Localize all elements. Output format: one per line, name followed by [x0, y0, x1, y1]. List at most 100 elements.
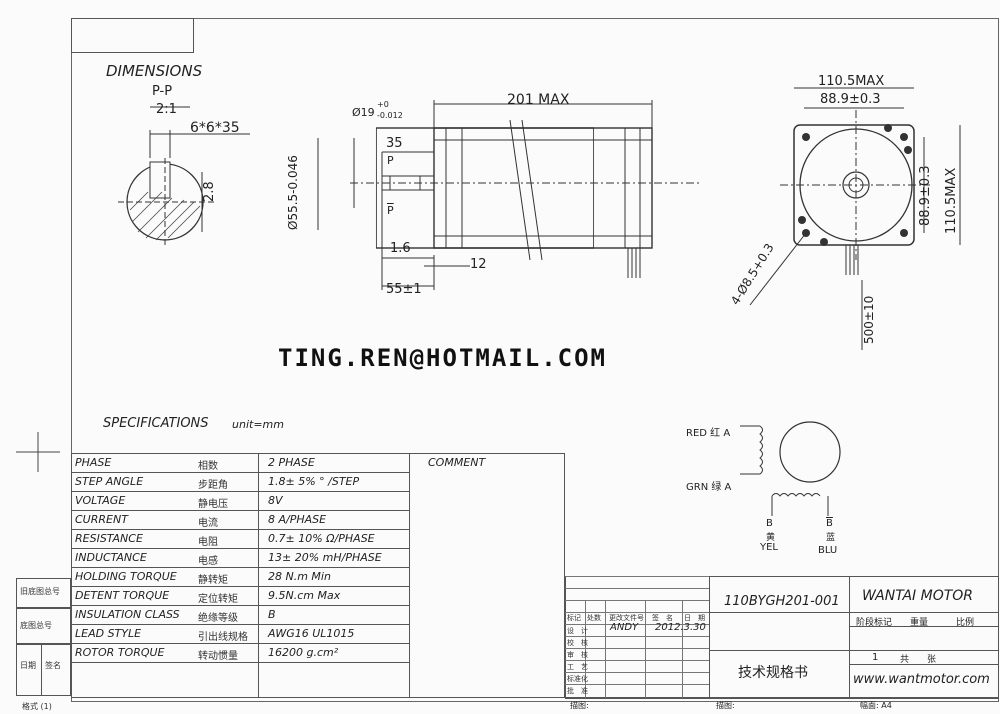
model-number: 110BYGH201-001: [724, 594, 840, 609]
spec-row-line: [71, 491, 409, 492]
wire-b-blu: B: [826, 518, 833, 529]
tb-row-line: [565, 588, 709, 589]
section-label: P-P: [152, 84, 173, 99]
spec-name-cn: 步距角: [198, 480, 228, 491]
shaft-diameter: Ø19: [352, 106, 375, 119]
tb-col-line: [585, 600, 586, 698]
spec-row-line: [71, 624, 409, 625]
spec-value: 8V: [268, 494, 283, 507]
tb-label: 处数: [587, 614, 601, 622]
registration-cross: [16, 432, 60, 472]
section-mark-top: P: [387, 154, 394, 167]
spec-name: HOLDING TORQUE: [75, 570, 177, 583]
comment-header: COMMENT: [428, 456, 486, 469]
spec-name-cn: 定位转矩: [198, 594, 238, 605]
spec-name: CURRENT: [75, 513, 128, 526]
spec-value: AWG16 UL1015: [268, 627, 355, 640]
scale-header: 比例: [956, 618, 975, 628]
tb-label: 设 计: [567, 627, 588, 635]
wire-yel: YEL: [760, 542, 778, 553]
shaft-tol-top: +0: [377, 100, 389, 109]
margin-date-label: 日期: [20, 661, 36, 670]
spec-row-line: [71, 472, 409, 473]
spec-name: LEAD STYLE: [75, 627, 142, 640]
sheets-label: 共 张: [900, 655, 937, 665]
email-watermark: TING.REN@HOTMAIL.COM: [278, 344, 607, 372]
tb-v2: [849, 576, 850, 698]
spec-unit: unit=mm: [232, 418, 284, 431]
tb-row-line: [565, 600, 709, 601]
tb-h4: [849, 664, 999, 665]
format-label: 格式 (1): [22, 702, 52, 711]
front-height-holes: 88.9±0.3: [918, 165, 933, 226]
tb-row-line: [565, 576, 709, 577]
spec-name-cn: 引出线规格: [198, 632, 248, 643]
front-width-holes: 88.9±0.3: [820, 92, 881, 107]
tb-col-line: [605, 600, 606, 698]
spec-name-cn: 相数: [198, 461, 218, 472]
margin-box-old: [16, 578, 71, 608]
bottom-draw: 描图:: [716, 701, 735, 710]
spec-name: RESISTANCE: [75, 532, 143, 545]
spec-row-line: [71, 662, 409, 663]
spec-row-line: [71, 548, 409, 549]
spec-name: INSULATION CLASS: [75, 608, 180, 621]
tb-label: 审 核: [567, 651, 588, 659]
designer-name: ANDY: [610, 622, 639, 633]
lead-length: 500±10: [862, 295, 876, 344]
spec-name: PHASE: [75, 456, 112, 469]
spec-table: [71, 453, 565, 698]
spec-name-cn: 静电压: [198, 499, 228, 510]
spec-name: DETENT TORQUE: [75, 589, 170, 602]
spec-value: 2 PHASE: [268, 456, 315, 469]
title-block: [565, 576, 999, 698]
margin-box-base: [16, 608, 71, 644]
key-dimension: 6*6*35: [190, 120, 240, 136]
spec-value: 1.8± 5% ° /STEP: [268, 475, 360, 488]
spec-row-line: [71, 586, 409, 587]
margin-base-label: 底图总号: [20, 621, 52, 630]
tb-label: 校 核: [567, 639, 588, 647]
spec-row-line: [71, 605, 409, 606]
margin-old-label: 旧底图总号: [20, 587, 60, 596]
margin-split: [41, 644, 42, 696]
tb-label: 日 期: [684, 614, 705, 622]
tb-label: 标准化: [567, 675, 588, 683]
spec-name-cn: 转动惯量: [198, 651, 238, 662]
wire-yel-cn: 黄: [766, 533, 776, 543]
wire-b-yel: B: [766, 518, 773, 529]
tb-h3: [709, 650, 999, 651]
spec-value: 28 N.m Min: [268, 570, 331, 583]
key-length: 35: [386, 136, 403, 151]
spec-name-cn: 绝缘等级: [198, 613, 238, 624]
wire-red: RED 红 A: [686, 428, 731, 439]
side-view: [317, 100, 700, 290]
design-date: 2012.3.30: [655, 622, 706, 633]
front-height-max: 110.5MAX: [944, 167, 959, 234]
tb-row-line: [565, 648, 709, 649]
spec-value: 13± 20% mH/PHASE: [268, 551, 382, 564]
tb-row-line: [565, 612, 709, 613]
length-dimension: 201 MAX: [507, 92, 570, 108]
tb-col-line: [645, 600, 646, 698]
spec-title: SPECIFICATIONS: [103, 416, 209, 431]
dim-12: 12: [470, 257, 487, 272]
spec-value: 8 A/PHASE: [268, 513, 327, 526]
spec-name: INDUCTANCE: [75, 551, 147, 564]
tb-label: 签 名: [652, 614, 673, 622]
company-name: WANTAI MOTOR: [862, 588, 974, 604]
spec-row-line: [71, 510, 409, 511]
sheets-total: 1: [872, 652, 879, 663]
spec-row-line: [71, 567, 409, 568]
section-view: [118, 106, 250, 246]
top-left-box: [71, 18, 194, 53]
spec-name-cn: 电感: [198, 556, 218, 567]
tb-row-line: [565, 684, 709, 685]
section-scale: 2:1: [156, 102, 177, 117]
spec-name: STEP ANGLE: [75, 475, 144, 488]
tb-v1: [709, 576, 710, 698]
spec-value: 0.7± 10% Ω/PHASE: [268, 532, 375, 545]
tb-row-line: [565, 624, 709, 625]
spec-name-cn: 电流: [198, 518, 218, 529]
tb-col-line: [682, 600, 683, 698]
